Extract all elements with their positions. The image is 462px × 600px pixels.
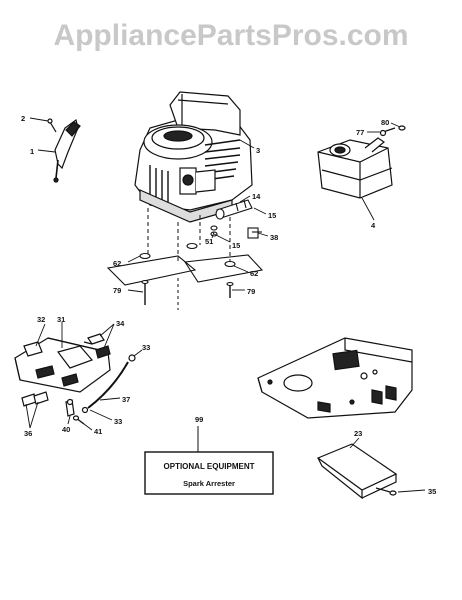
optional-equipment-box: OPTIONAL EQUIPMENT Spark Arrester 99 [144,415,274,495]
muffler [317,125,406,199]
callout-14: 14 [252,192,261,201]
throttle-control [47,118,81,183]
callout-41: 41 [94,427,102,436]
callout-80: 80 [381,118,389,127]
callout-31: 31 [57,315,65,324]
mounting-hardware [106,242,264,310]
callout-40: 40 [62,425,70,434]
callout-2: 2 [21,114,25,123]
callout-4: 4 [371,221,376,230]
callout-3: 3 [256,146,260,155]
callout-15a: 15 [268,211,276,220]
callout-62a: 62 [113,259,121,268]
watermark: AppliancePartsPros.com [53,19,408,52]
callout-51: 51 [205,237,213,246]
callout-62b: 62 [250,269,258,278]
callout-38: 38 [270,233,278,242]
callout-35: 35 [428,487,436,496]
control-assembly [14,333,136,425]
callout-37: 37 [122,395,130,404]
callout-77: 77 [356,128,364,137]
callout-33a: 33 [142,343,150,352]
callout-34: 34 [116,319,125,328]
leader-lines [25,117,426,493]
spark-arrester-screen [316,443,398,500]
fuel-fittings [210,199,262,239]
callout-79b: 79 [247,287,255,296]
engine [134,91,253,262]
callout-36: 36 [24,429,32,438]
callout-1: 1 [30,147,34,156]
callout-15b: 15 [232,241,240,250]
chassis-frame [257,337,413,419]
callout-79a: 79 [113,286,121,295]
optional-equipment-title: OPTIONAL EQUIPMENT [164,462,255,471]
callouts: 1 2 3 4 14 15 38 51 15 62 62 79 79 80 77… [21,114,436,496]
callout-33b: 33 [114,417,122,426]
callout-23: 23 [354,429,362,438]
callout-32: 32 [37,315,45,324]
optional-equipment-subtitle: Spark Arrester [183,479,235,488]
callout-99: 99 [195,415,203,424]
